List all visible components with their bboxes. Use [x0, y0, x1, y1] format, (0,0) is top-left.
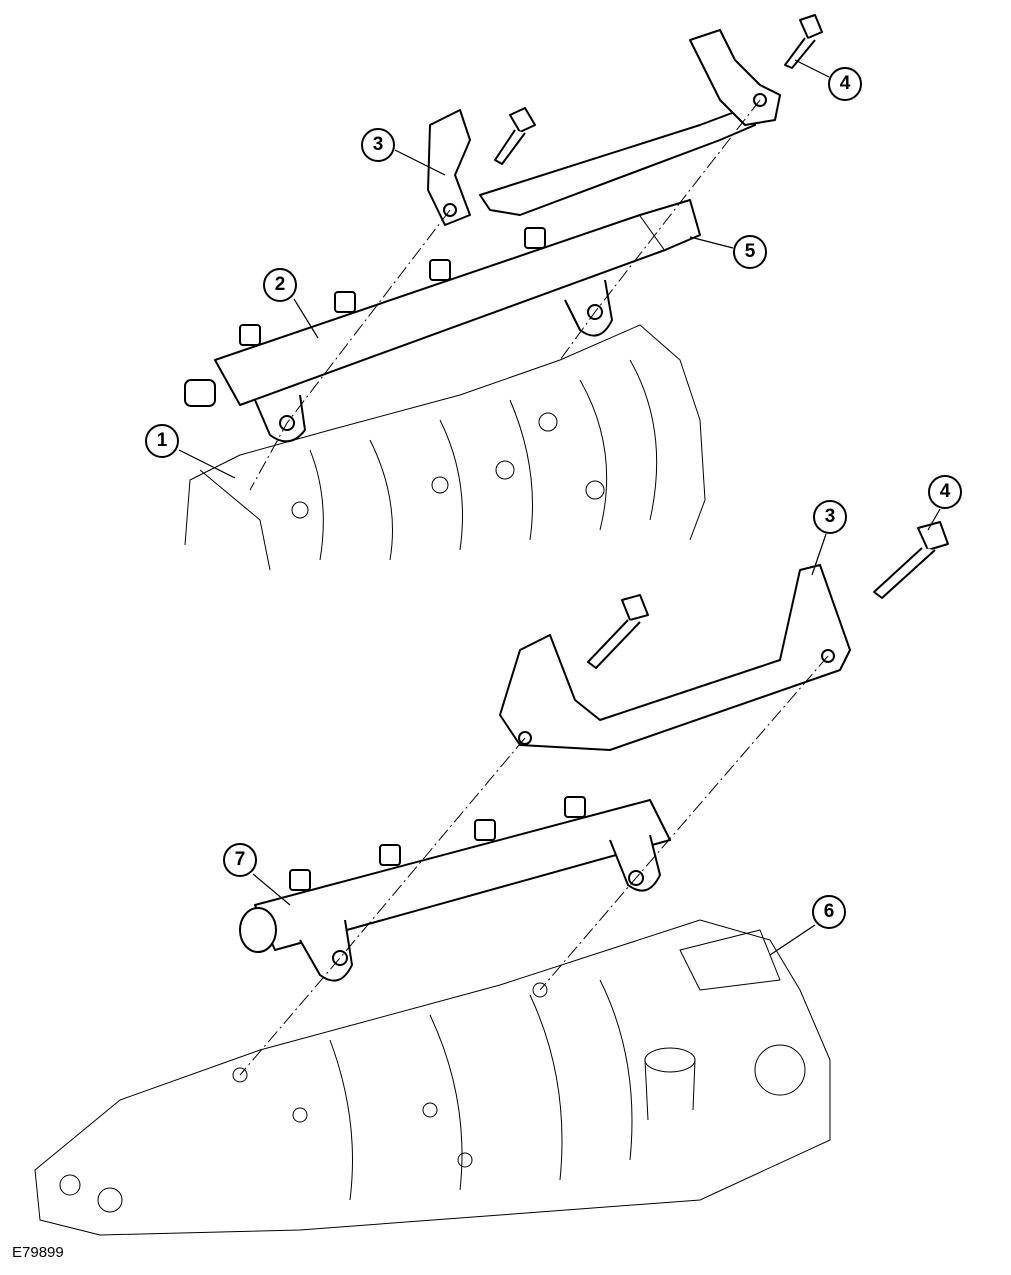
callout-6: 6 — [812, 895, 846, 929]
bracket-3-upper — [427, 29, 781, 226]
callout-4-lower: 4 — [928, 475, 962, 509]
fuel-rail-2 — [184, 199, 701, 443]
callout-2: 2 — [263, 268, 297, 302]
alignment-lines — [239, 99, 829, 1076]
lower-intake-manifold — [34, 919, 831, 1236]
upper-intake-manifold — [184, 324, 706, 571]
callout-7: 7 — [223, 843, 257, 877]
bolts — [494, 14, 949, 669]
leader-lines — [178, 59, 941, 956]
callout-1: 1 — [145, 424, 179, 458]
bracket-3-lower — [499, 564, 851, 751]
callout-4-upper: 4 — [828, 67, 862, 101]
fuel-rail-7 — [239, 796, 671, 982]
callout-5: 5 — [733, 235, 767, 269]
callout-3-upper: 3 — [361, 128, 395, 162]
figure-reference: E79899 — [12, 1244, 64, 1261]
callout-3-lower: 3 — [813, 500, 847, 534]
